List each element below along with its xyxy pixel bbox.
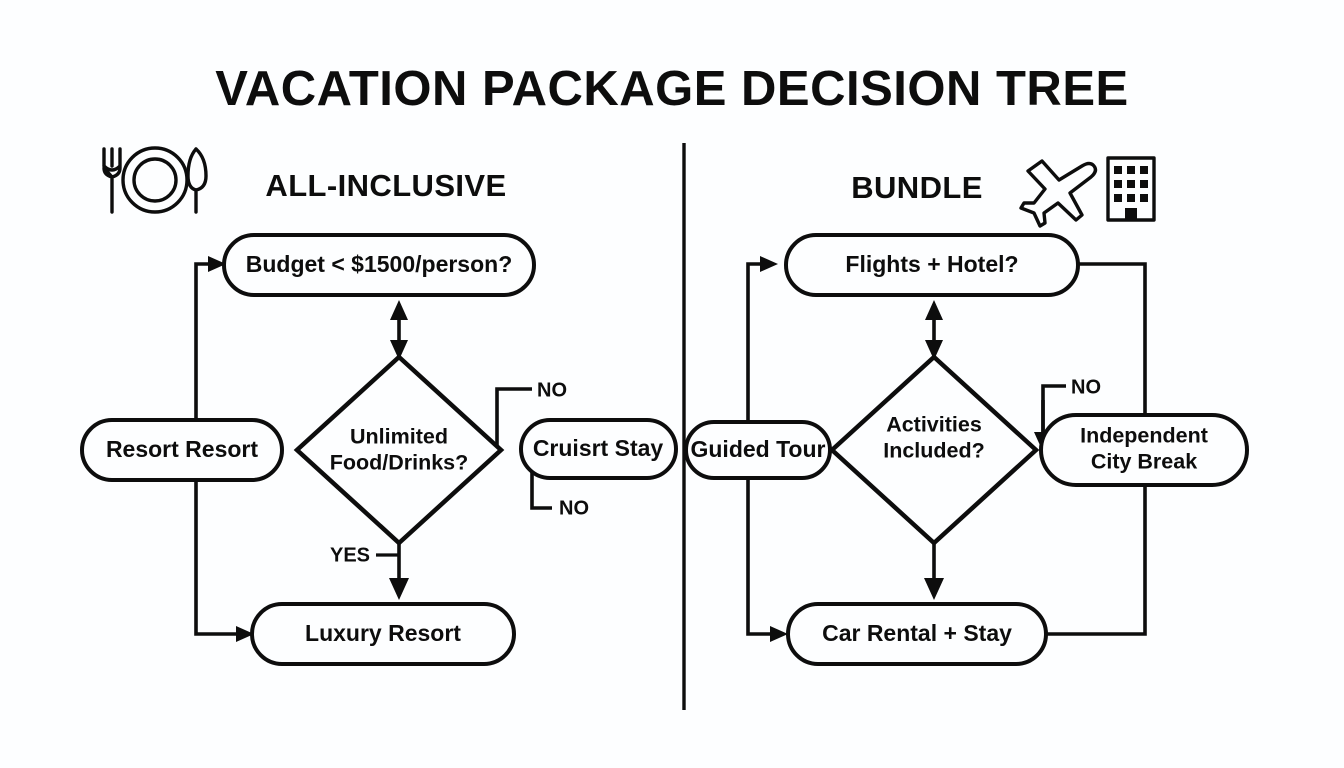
node-label-activities-line1: Activities — [886, 413, 982, 437]
node-guided-tour[interactable]: Guided Tour — [684, 420, 832, 480]
node-unlimited-food-decision[interactable]: Unlimited Food/Drinks? — [293, 353, 505, 547]
node-label-budget-question: Budget < $1500/person? — [246, 251, 513, 277]
node-label-flights-hotel: Flights + Hotel? — [845, 251, 1018, 277]
edge-label-no-lower-left: NO — [559, 497, 589, 519]
node-cruisrt-stay[interactable]: Cruisrt Stay — [519, 418, 678, 480]
node-label-resort-resort: Resort Resort — [106, 436, 258, 462]
node-label-cruisrt-stay: Cruisrt Stay — [533, 435, 664, 461]
node-label-guided-tour: Guided Tour — [690, 436, 825, 462]
arrowhead-to-luxury — [236, 626, 254, 642]
node-label-decision-line2: Food/Drinks? — [330, 451, 469, 475]
cutlery-plate-icon — [102, 146, 208, 214]
hotel-building-icon — [1106, 156, 1156, 222]
node-resort-resort[interactable]: Resort Resort — [80, 418, 284, 482]
arrowhead-up-budget — [390, 300, 408, 320]
edge-label-no-upper-left: NO — [537, 379, 567, 401]
node-label-activities-line2: Included? — [883, 439, 985, 463]
arrowhead-to-luxury-resort — [389, 578, 409, 600]
section-label-bundle: BUNDLE — [851, 170, 983, 205]
section-label-all-inclusive: ALL-INCLUSIVE — [265, 168, 506, 203]
airplane-icon — [1019, 159, 1098, 228]
page-title: VACATION PACKAGE DECISION TREE — [215, 62, 1128, 116]
edge-resort-to-budget — [194, 262, 210, 450]
node-activities-included-decision[interactable]: Activities Included? — [828, 353, 1040, 547]
arrowhead-to-car-rental-stay — [924, 578, 944, 600]
edge-guided-to-carrental — [746, 470, 772, 636]
edge-decision-no-upper — [495, 387, 532, 450]
edge-label-no-right: NO — [1071, 376, 1101, 398]
arrowhead-down-decision — [390, 340, 408, 360]
arrowhead-to-carrental — [770, 626, 788, 642]
node-luxury-resort[interactable]: Luxury Resort — [250, 602, 516, 666]
node-label-independent-line2: City Break — [1091, 450, 1197, 474]
edge-label-yes: YES — [330, 544, 370, 566]
arrowhead-to-flights — [760, 256, 778, 272]
arrowhead-to-budget — [208, 256, 226, 272]
node-independent-city-break[interactable]: Independent City Break — [1039, 413, 1249, 487]
arrowhead-up-flights — [925, 300, 943, 320]
node-label-car-rental-stay: Car Rental + Stay — [822, 620, 1012, 646]
arrowhead-down-activities — [925, 340, 943, 360]
edge-resort-to-luxury — [194, 470, 238, 636]
node-car-rental-stay[interactable]: Car Rental + Stay — [786, 602, 1048, 666]
node-budget-question[interactable]: Budget < $1500/person? — [222, 233, 536, 297]
edge-guided-to-flights — [746, 262, 762, 450]
node-flights-hotel-question[interactable]: Flights + Hotel? — [784, 233, 1080, 297]
node-label-luxury-resort: Luxury Resort — [305, 620, 461, 646]
edge-cruise-no-lower — [530, 466, 552, 510]
node-label-independent-line1: Independent — [1080, 424, 1208, 448]
node-label-decision-line1: Unlimited — [350, 425, 448, 449]
